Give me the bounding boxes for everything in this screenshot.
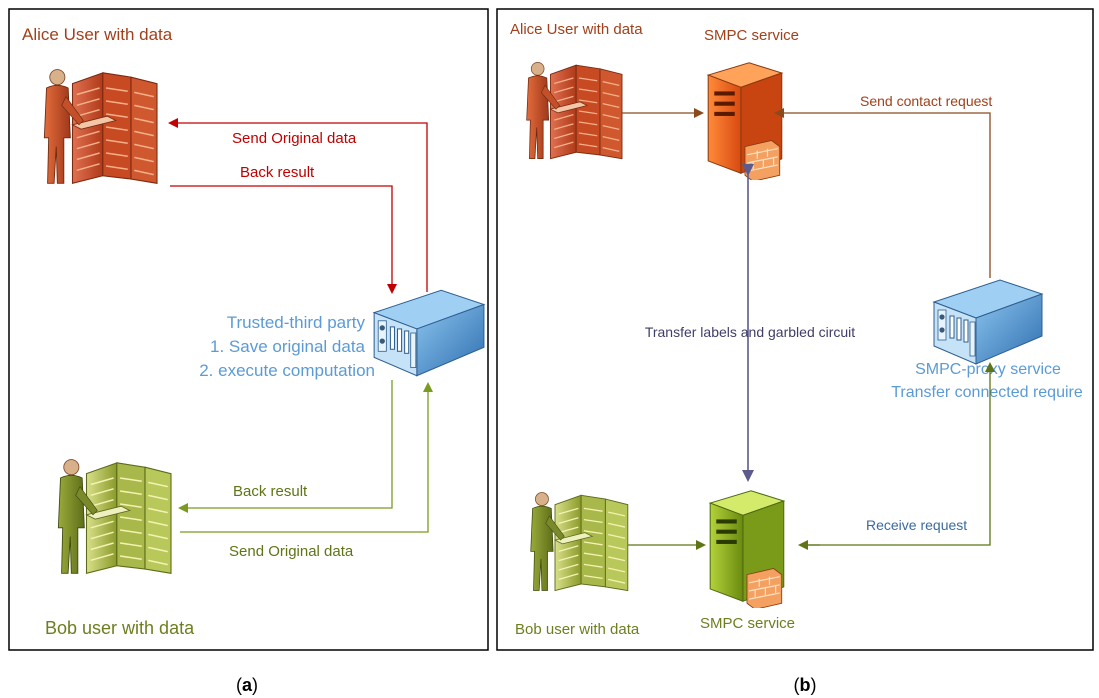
send-original-bottom-label: Send Original data bbox=[229, 543, 354, 560]
ttp-line3: 2. execute computation bbox=[199, 361, 375, 380]
send-original-top-label: Send Original data bbox=[232, 130, 357, 147]
send-original-top-arrow bbox=[168, 118, 428, 292]
bob-title-a: Bob user with data bbox=[45, 618, 195, 638]
receive-request-arrow bbox=[800, 362, 995, 546]
smpc-bottom-title: SMPC service bbox=[700, 615, 795, 632]
proxy-line2: Transfer connected require bbox=[891, 384, 1083, 401]
rack-server-icon bbox=[933, 279, 1043, 365]
alice-title-b: Alice User with data bbox=[510, 21, 643, 38]
panel-a: Alice User with data Send Original data … bbox=[8, 8, 489, 651]
proxy-line1: SMPC-proxy service bbox=[915, 361, 1061, 378]
tower-server-firewall-icon bbox=[709, 490, 785, 608]
send-original-bottom-arrow bbox=[180, 382, 433, 533]
caption-b: (b) bbox=[794, 675, 817, 695]
caption-a: (a) bbox=[236, 675, 258, 695]
rack-server-icon bbox=[373, 289, 485, 377]
user-at-server-rack-icon bbox=[43, 68, 158, 185]
user-at-server-rack-icon bbox=[526, 61, 623, 160]
smpc-top-title: SMPC service bbox=[704, 27, 799, 44]
send-contact-label: Send contact request bbox=[860, 93, 992, 109]
ttp-line2: 1. Save original data bbox=[210, 337, 366, 356]
user-at-server-rack-icon bbox=[530, 491, 629, 592]
caption-a-letter: a bbox=[242, 675, 253, 695]
user-at-server-rack-icon bbox=[57, 458, 172, 575]
receive-request-label: Receive request bbox=[866, 517, 967, 533]
ttp-line1: Trusted-third party bbox=[227, 313, 366, 332]
alice-title-a: Alice User with data bbox=[22, 25, 173, 44]
panel-b-frame bbox=[496, 8, 1094, 651]
caption-b-letter: b bbox=[800, 675, 811, 695]
back-result-top-label: Back result bbox=[240, 164, 315, 181]
back-result-bottom-label: Back result bbox=[233, 483, 308, 500]
back-result-top-arrow bbox=[170, 185, 397, 294]
panel-a-frame bbox=[8, 8, 489, 651]
bob-title-b: Bob user with data bbox=[515, 621, 640, 638]
back-result-bottom-arrow bbox=[178, 380, 393, 513]
tower-server-firewall-icon bbox=[707, 62, 783, 180]
panel-b: Alice User with data SMPC service Send c… bbox=[496, 8, 1094, 651]
transfer-labels-label: Transfer labels and garbled circuit bbox=[645, 324, 855, 340]
send-contact-arrow bbox=[774, 108, 991, 278]
